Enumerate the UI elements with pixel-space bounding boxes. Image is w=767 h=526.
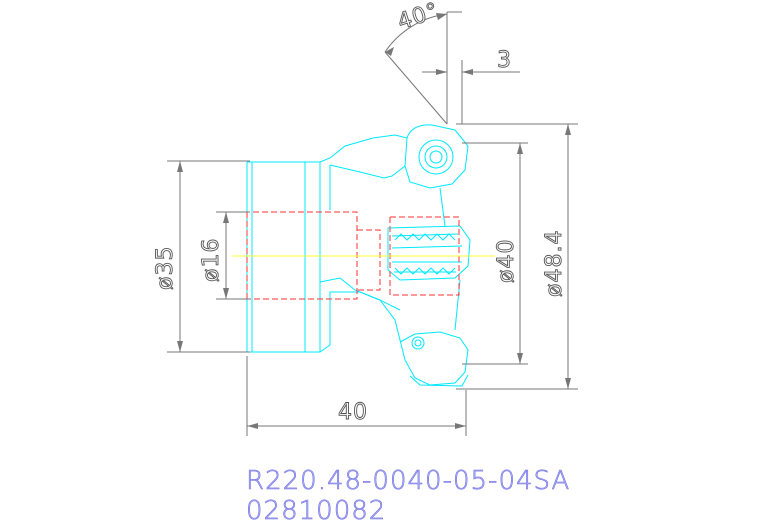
dimension-lines: [167, 11, 578, 436]
dim-dia-cut-label: ø40: [494, 239, 519, 283]
dim-dia-bore-label: ø16: [199, 238, 224, 282]
dim-angle-label: 40°: [395, 0, 443, 35]
dim-dia-max-label: ø48.4: [542, 230, 567, 297]
part-article-number: 02810082: [246, 496, 387, 526]
arrowheads: [177, 13, 571, 429]
tool-outline: [246, 124, 471, 387]
part-designation: R220.48-0040-05-04SA: [246, 466, 571, 497]
dim-chamfer-label: 3: [497, 48, 512, 73]
dim-dia-body-label: ø35: [153, 246, 178, 290]
dim-length-label: 40: [338, 400, 368, 425]
